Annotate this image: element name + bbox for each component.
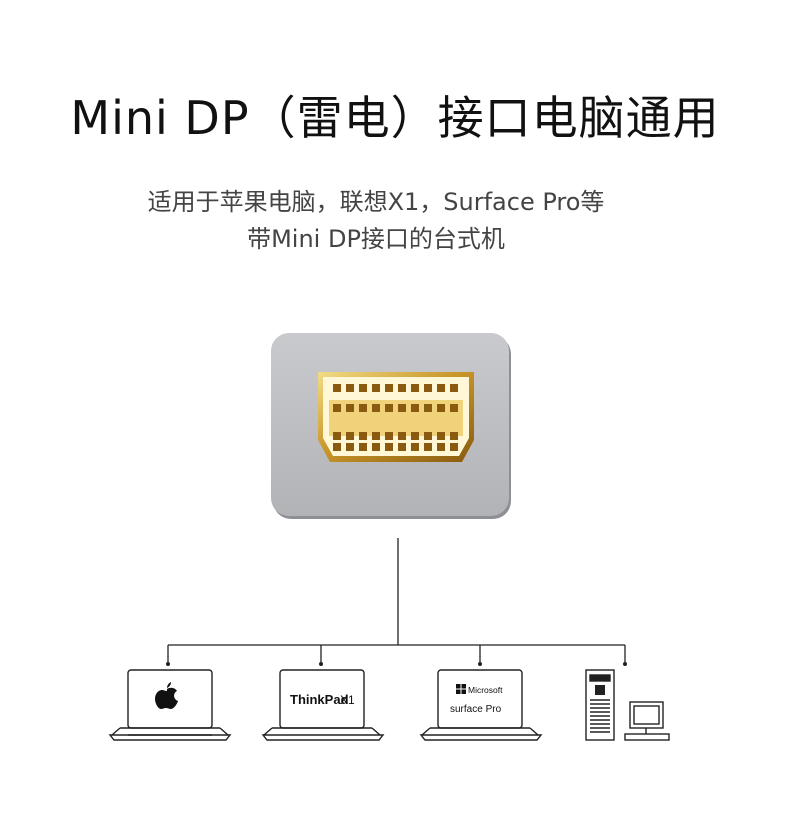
connector-pin [398, 384, 406, 392]
connector-pin [385, 443, 393, 451]
connector-pin [385, 384, 393, 392]
connector-pin [424, 404, 432, 412]
connector-pin [398, 432, 406, 440]
connector-pin [346, 443, 354, 451]
connector-pin [450, 404, 458, 412]
connector-pin [424, 384, 432, 392]
subtitle-line-2: 带Mini DP接口的台式机 [247, 225, 505, 253]
connector-pin [359, 384, 367, 392]
mini-dp-connector-icon [271, 333, 511, 519]
thinkpad-model-text: X1 [340, 693, 355, 707]
connector-pin [372, 432, 380, 440]
connector-pin [359, 432, 367, 440]
apple-logo-icon [155, 682, 178, 709]
connector-pin [372, 404, 380, 412]
connector-pin [424, 443, 432, 451]
connector-pin [450, 432, 458, 440]
connector-pin [437, 404, 445, 412]
desktop-computer-icon [585, 669, 670, 741]
connector-pin [333, 384, 341, 392]
thinkpad-laptop-icon: ThinkPad X1 [261, 669, 385, 741]
surface-model-text: surface Pro [450, 704, 502, 715]
microsoft-brand-text: Microsoft [468, 685, 503, 695]
connection-lines [167, 538, 626, 664]
connector-pin [333, 404, 341, 412]
connector-pin [346, 384, 354, 392]
connector-pin [333, 432, 341, 440]
connector-pin [372, 384, 380, 392]
connector-pin [450, 384, 458, 392]
surface-laptop-icon: Microsoft surface Pro [419, 669, 543, 741]
connector-pin [385, 404, 393, 412]
microsoft-logo-icon [456, 684, 466, 694]
connector-pin [346, 432, 354, 440]
connector-pin [411, 443, 419, 451]
connector-pin [424, 432, 432, 440]
connector-pin [437, 443, 445, 451]
connector-pin [411, 404, 419, 412]
connector-pin [346, 404, 354, 412]
connector-pin [359, 443, 367, 451]
connector-pin [398, 443, 406, 451]
connector-pin [411, 384, 419, 392]
connector-pin [437, 432, 445, 440]
connector-pin [398, 404, 406, 412]
subtitle-line-1: 适用于苹果电脑，联想X1，Surface Pro等 [147, 188, 605, 216]
connector-pin [437, 384, 445, 392]
connector-pin [359, 404, 367, 412]
connector-pin [372, 443, 380, 451]
thinkpad-brand-text: ThinkPad [290, 692, 349, 707]
connector-pin [333, 443, 341, 451]
connector-pin [450, 443, 458, 451]
page-title: Mini DP（雷电）接口电脑通用 [70, 91, 720, 145]
connector-pin [385, 432, 393, 440]
connector-pin [411, 432, 419, 440]
apple-laptop-icon [108, 669, 232, 741]
